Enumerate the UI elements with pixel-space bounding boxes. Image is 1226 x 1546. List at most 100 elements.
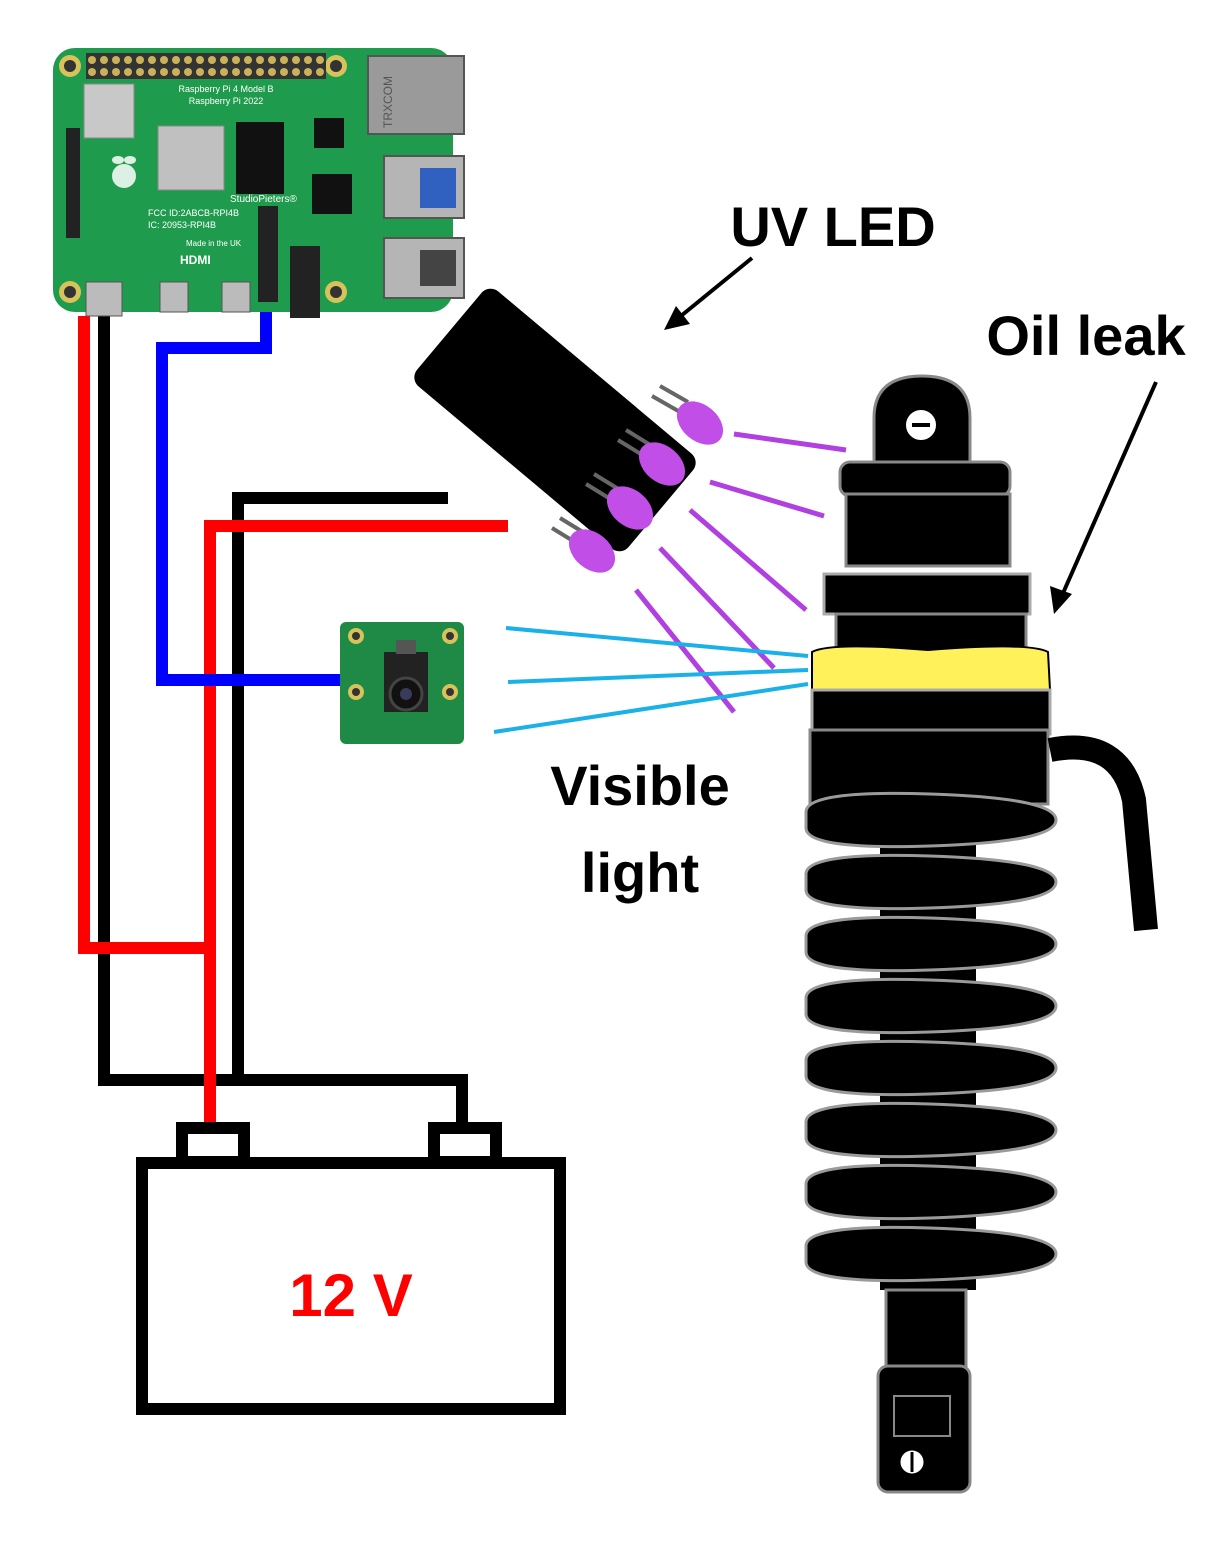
visible-ray [505,626,809,658]
ram-chip [236,122,284,194]
gpio-pin [148,68,156,76]
gpio-pin [292,68,300,76]
spring-coil [804,1039,1058,1097]
uv-leds [550,384,724,573]
gpio-pin [268,68,276,76]
battery-voltage-label: 12 V [289,1262,412,1329]
led-power-wire [204,520,508,1122]
bottom-mount [876,1364,972,1494]
oil-leak-label: Oil leak [986,304,1186,367]
gpio-pin [148,56,156,64]
display-connector [66,128,80,238]
wires [78,310,508,1122]
gpio-pin [160,68,168,76]
gpio-pin [220,68,228,76]
gpio-pin [124,56,132,64]
lower-shaft [884,1288,968,1372]
pi-power-wire [78,316,210,954]
arrows [664,256,1158,614]
gpio-pin [160,56,168,64]
fcc-label: FCC ID:2ABCB-RPI4B [148,208,239,218]
made-in-label: Made in the UK [186,239,242,248]
battery-body [136,1157,566,1415]
uv-led-housing [414,288,696,552]
uv-led-array [414,288,847,714]
gpio-pin [184,56,192,64]
gpio-pin [280,68,288,76]
ethernet-chip-label: TRXCOM [381,76,395,128]
gpio-pin [196,68,204,76]
uv-led-3 [584,472,654,530]
camera-connector [258,206,278,302]
gpio-pin [88,68,96,76]
gpio-pin [256,68,264,76]
gpio-pin [112,56,120,64]
gpio-pin [208,56,216,64]
gpio-pin [172,56,180,64]
gpio-pin [244,68,252,76]
uv-ray [733,431,847,453]
camera-module [340,622,464,744]
mounting-holes [59,55,347,303]
uv-ray [688,508,808,612]
gpio-pin [316,56,324,64]
camera-signal-wire [156,310,340,686]
gpio-pin [304,68,312,76]
ethernet-controller [314,118,344,148]
battery-terminal-right [428,1122,502,1168]
battery: 12 V [136,1122,566,1415]
lower-collar [810,688,1052,736]
gpio-pin [292,56,300,64]
spring-coils [804,791,1058,1290]
usb-c-port [85,281,123,317]
gpio-pin [304,56,312,64]
micro-hdmi-1 [221,281,251,313]
reservoir-hose [1047,735,1158,932]
visible-light-label-line1: Visible [550,754,730,817]
spring-coil [804,1163,1058,1221]
pi-ground-wire [98,316,468,1122]
gpio-pin [100,68,108,76]
battery-terminal-left [176,1122,250,1168]
visible-light-rays [493,626,809,734]
gpio-pin [232,56,240,64]
hdmi-logo: HDMI [180,253,211,267]
gpio-pin [220,56,228,64]
shock-absorber [804,374,1158,1494]
gpio-pin [280,56,288,64]
uv-led-arrow [674,256,754,322]
gpio-pin [316,68,324,76]
board-year-label: Raspberry Pi 2022 [189,96,264,106]
gpio-pin [208,68,216,76]
gpio-pin [184,68,192,76]
uv-ray [658,546,776,670]
gpio-header [86,53,326,79]
uv-led-label: UV LED [730,195,935,258]
wifi-shield [83,83,135,139]
upper-body [844,492,1012,568]
spring-coil [804,977,1058,1035]
studio-label: StudioPieters® [230,194,297,205]
gpio-pin [256,56,264,64]
gpio-pin [232,68,240,76]
visible-light-label-line2: light [581,841,699,904]
spring-coil [804,1225,1058,1283]
visible-ray [507,668,809,684]
gpio-pin [196,56,204,64]
gpio-pin [112,68,120,76]
spring-coil [804,915,1058,973]
gpio-pin [136,56,144,64]
oil-leak-arrow [1058,381,1158,601]
spring-coil [804,853,1058,911]
led-ground-wire [232,492,448,1080]
top-cap [838,460,1012,498]
gpio-pin [244,56,252,64]
uv-ray [709,479,825,519]
spring-collar [822,572,1032,616]
raspberry-logo [112,156,136,188]
audio-jack [290,246,320,318]
raspberry-pi-board: TRXCOM Raspberry Pi 4 Model B Raspberry … [53,48,465,318]
uv-led-4 [550,516,616,573]
uv-led-2 [616,428,686,486]
